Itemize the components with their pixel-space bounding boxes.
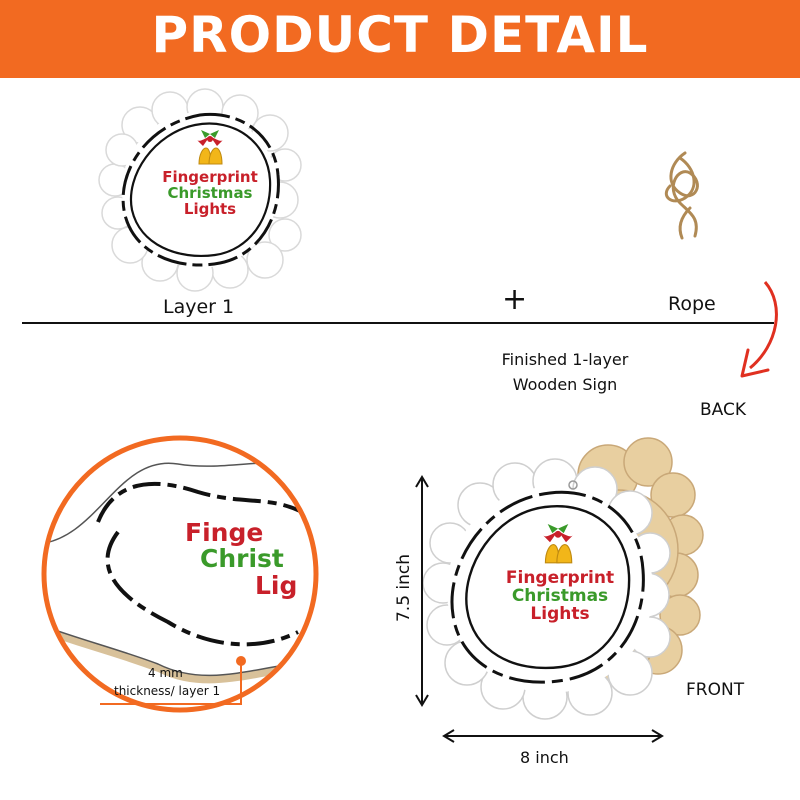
curved-arrow-icon	[740, 281, 778, 378]
front-label: FRONT	[686, 680, 745, 700]
christmas-bells-icon	[197, 130, 223, 165]
layer-1-sign-text: Fingerprint Christmas Lights	[150, 168, 270, 218]
height-dimension-arrow	[415, 475, 429, 707]
thickness-leader-h	[100, 703, 242, 705]
sign-line-3: Lights	[183, 199, 237, 218]
layer-1-sign	[98, 88, 302, 292]
page-title: PRODUCT DETAIL	[151, 6, 649, 64]
layer-1-label: Layer 1	[163, 296, 235, 318]
finished-line-1: Finished 1-layer	[501, 350, 629, 369]
thickness-label: thickness/ layer 1	[114, 684, 221, 698]
zoom-line-1: Finge	[185, 518, 264, 547]
rope-label: Rope	[668, 293, 716, 315]
thickness-pointer	[236, 656, 246, 666]
width-dimension-arrow	[442, 729, 664, 743]
finished-sign-caption: Finished 1-layer Wooden Sign	[480, 347, 650, 397]
christmas-bells-icon-front	[543, 524, 573, 564]
front-sign	[422, 458, 671, 720]
zoom-line-3: Lig	[255, 570, 298, 600]
zoom-detail	[41, 435, 319, 713]
sign-line-1: Fingerprint	[162, 168, 258, 186]
section-divider	[22, 322, 774, 324]
front-sign-text: Fingerprint Christmas Lights	[490, 568, 630, 624]
height-label: 7.5 inch	[394, 553, 414, 623]
finished-line-2: Wooden Sign	[512, 375, 618, 394]
plus-symbol: +	[502, 282, 528, 317]
thickness-value: 4 mm	[148, 666, 183, 680]
front-line-2: Christmas	[511, 585, 609, 606]
front-line-3: Lights	[530, 603, 590, 624]
rope-icon	[664, 151, 699, 240]
zoom-line-2: Christ	[200, 544, 284, 574]
sign-line-2: Christmas	[167, 183, 253, 202]
back-label: BACK	[700, 400, 747, 420]
width-label: 8 inch	[520, 748, 569, 767]
thickness-leader-v	[240, 664, 242, 704]
front-line-1: Fingerprint	[505, 568, 615, 588]
zoom-sign-text: Finge Christ Lig	[185, 518, 325, 600]
header-banner	[0, 0, 800, 78]
